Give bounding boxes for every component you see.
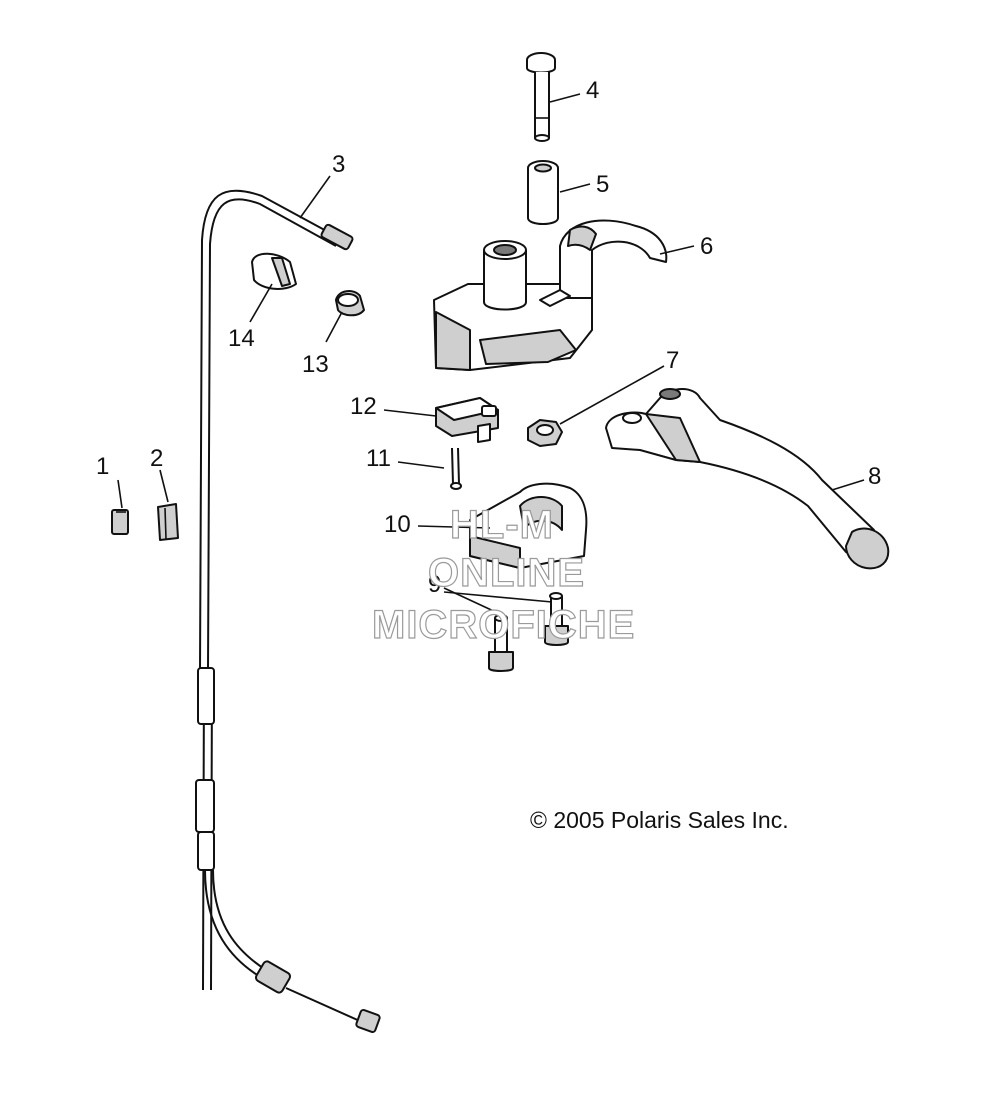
callout-9: 9 <box>428 571 441 598</box>
watermark-line-3: MICROFICHE <box>372 603 635 647</box>
callout-14: 14 <box>228 325 255 352</box>
leader-lines <box>117 93 865 615</box>
part-6-lever-perch <box>433 219 668 371</box>
part-4-bolt <box>526 52 556 142</box>
part-10-clamp <box>469 482 588 569</box>
part-14-boot <box>251 252 297 290</box>
part-8-lever <box>605 388 890 570</box>
callout-12: 12 <box>350 393 377 420</box>
callout-numbers: 1 2 3 4 5 6 7 8 9 10 11 12 13 14 <box>96 77 881 598</box>
callout-1: 1 <box>96 453 109 480</box>
part-7-nut <box>527 419 563 447</box>
part-3-cable <box>195 189 381 1034</box>
part-1-clip <box>111 509 129 535</box>
part-9-screws <box>488 592 569 672</box>
part-13-ferrule <box>335 290 365 317</box>
callout-6: 6 <box>700 233 713 260</box>
part-12-brake-switch <box>435 397 499 443</box>
part-11-pin <box>450 447 462 490</box>
copyright-notice: © 2005 Polaris Sales Inc. <box>530 807 789 833</box>
callout-13: 13 <box>302 351 329 378</box>
callout-10: 10 <box>384 511 411 538</box>
callout-11: 11 <box>366 445 391 472</box>
callout-8: 8 <box>868 463 881 490</box>
callout-5: 5 <box>596 171 609 198</box>
watermark-line-1: HL-M <box>450 503 554 547</box>
watermark: HL-M ONLINE MICROFICHE <box>371 502 635 647</box>
callout-2: 2 <box>150 445 163 472</box>
watermark-line-2: ONLINE <box>428 551 585 595</box>
callout-7: 7 <box>666 347 679 374</box>
callout-3: 3 <box>332 151 345 178</box>
part-5-bushing <box>527 160 559 225</box>
callout-4: 4 <box>586 77 599 104</box>
part-2-sleeve <box>157 503 179 541</box>
